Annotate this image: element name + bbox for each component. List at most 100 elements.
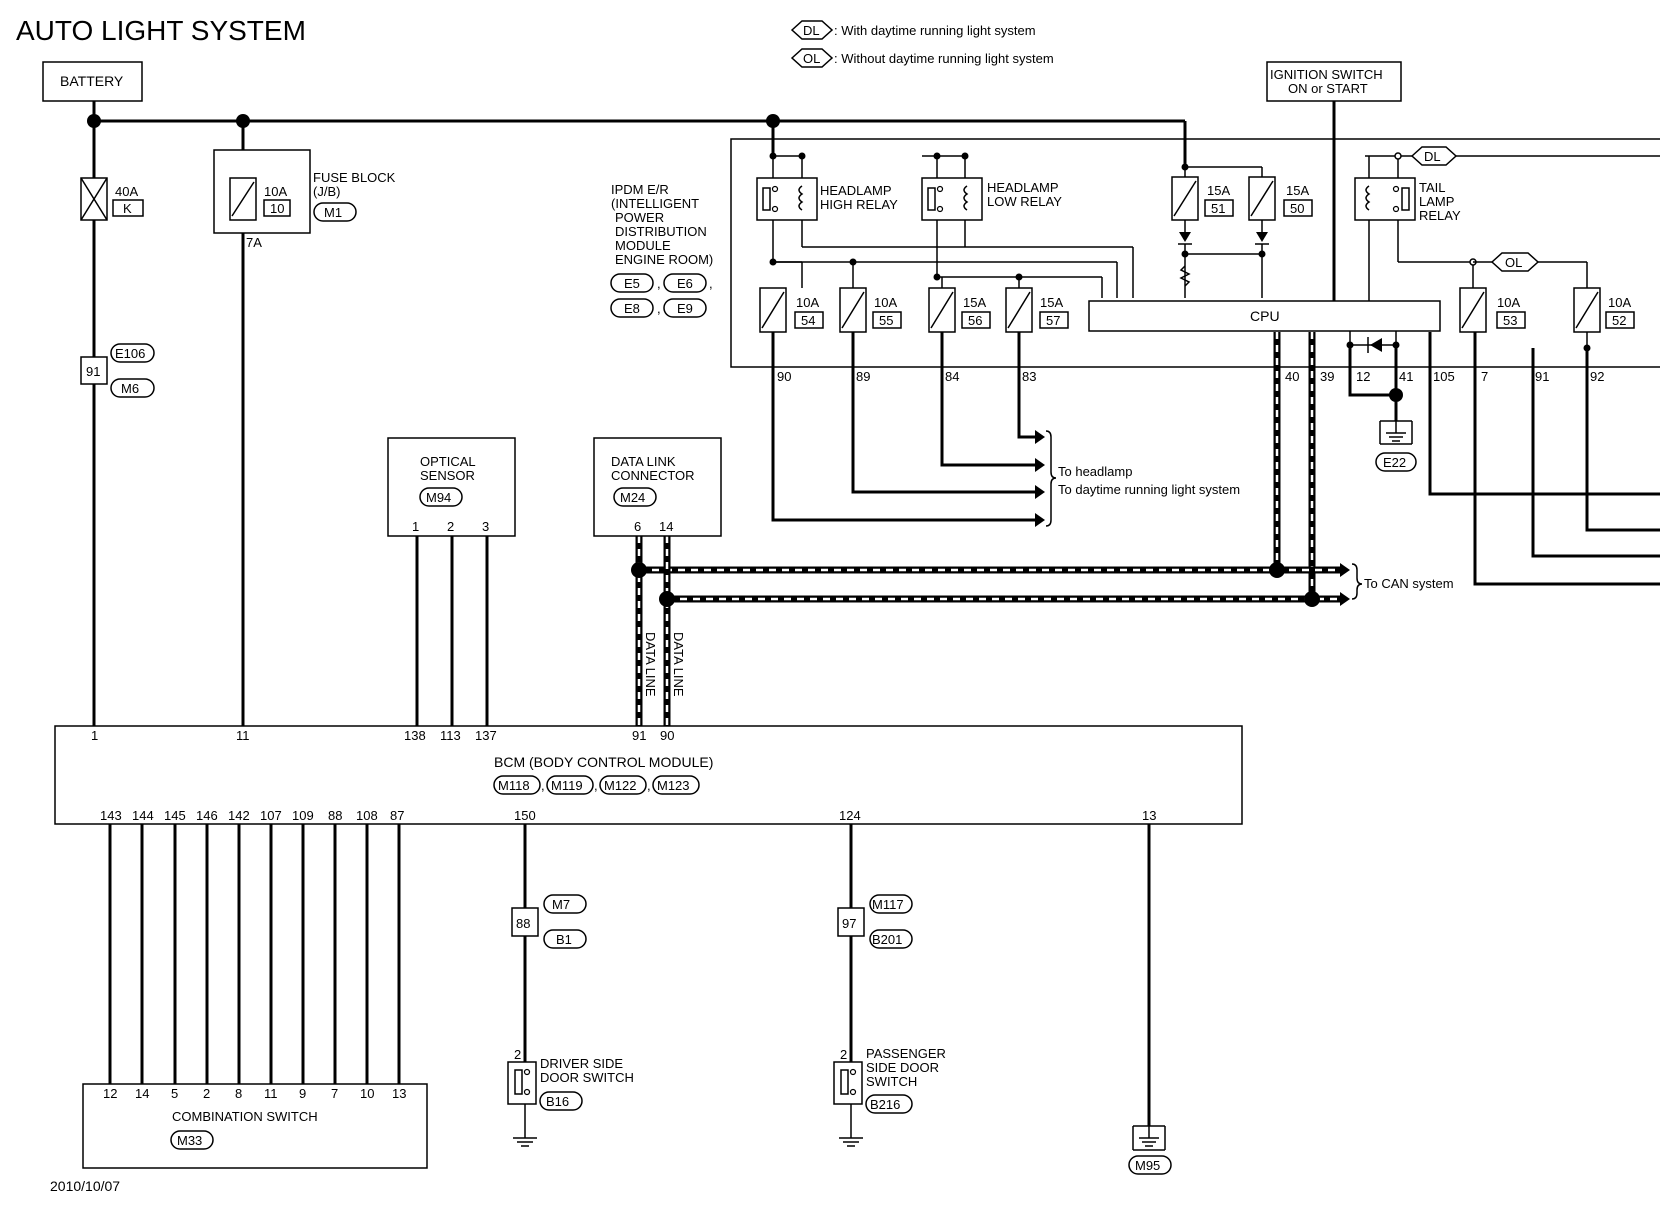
svg-text:PASSENGER: PASSENGER — [866, 1046, 946, 1061]
svg-text:144: 144 — [132, 808, 154, 823]
svg-text:M7: M7 — [552, 897, 570, 912]
svg-text:40A: 40A — [115, 184, 138, 199]
svg-text:CPU: CPU — [1250, 308, 1280, 324]
svg-text:90: 90 — [777, 369, 791, 384]
ignition-switch: IGNITION SWITCH ON or START — [1266, 61, 1402, 102]
ipdm-ground-conn: E22 — [1383, 455, 1406, 470]
svg-text:2: 2 — [514, 1047, 521, 1062]
optical-sensor: OPTICAL SENSOR M94 1 2 3 — [387, 437, 516, 726]
svg-text:SENSOR: SENSOR — [420, 468, 475, 483]
headlamp-low-relay: HEADLAMP LOW RELAY — [921, 177, 1062, 221]
svg-text:B1: B1 — [556, 932, 572, 947]
svg-text:M24: M24 — [620, 490, 645, 505]
diagram-date: 2010/10/07 — [50, 1178, 120, 1194]
svg-text:,: , — [657, 276, 661, 291]
svg-text:10A: 10A — [1497, 295, 1520, 310]
svg-text:56: 56 — [968, 313, 982, 328]
power-wires — [87, 101, 1336, 726]
svg-text:55: 55 — [879, 313, 893, 328]
svg-text:13: 13 — [392, 1086, 406, 1101]
svg-text:,: , — [594, 778, 598, 793]
data-link-connector: DATA LINK CONNECTOR M24 6 14 — [593, 437, 722, 537]
svg-text:RELAY: RELAY — [1419, 208, 1461, 223]
svg-text:SIDE DOOR: SIDE DOOR — [866, 1060, 939, 1075]
svg-text:143: 143 — [100, 808, 122, 823]
svg-text:13: 13 — [1142, 808, 1156, 823]
driver-door-switch-circuit: 88 M7 B1 2 DRIVER SIDE DOOR SWITCH B16 — [507, 824, 634, 1147]
svg-text:7: 7 — [1481, 369, 1488, 384]
svg-text:89: 89 — [856, 369, 870, 384]
svg-text:2: 2 — [447, 519, 454, 534]
can-data-lines: To CAN system DATA LINE DATA LINE — [631, 332, 1454, 726]
svg-text:15A: 15A — [1286, 183, 1309, 198]
svg-text:10A: 10A — [264, 184, 287, 199]
svg-text:107: 107 — [260, 808, 282, 823]
svg-text:50: 50 — [1290, 201, 1304, 216]
svg-text:10A: 10A — [874, 295, 897, 310]
svg-text:ON or START: ON or START — [1288, 81, 1368, 96]
svg-text:138: 138 — [404, 728, 426, 743]
svg-text:2: 2 — [840, 1047, 847, 1062]
svg-text:54: 54 — [801, 313, 815, 328]
svg-text:,: , — [647, 778, 651, 793]
svg-text:HEADLAMP: HEADLAMP — [820, 183, 892, 198]
svg-text:90: 90 — [660, 728, 674, 743]
data-line-label-2: DATA LINE — [671, 632, 686, 697]
svg-text:108: 108 — [356, 808, 378, 823]
svg-text:91: 91 — [1535, 369, 1549, 384]
svg-text:(J/B): (J/B) — [313, 184, 340, 199]
svg-text:12: 12 — [1356, 369, 1370, 384]
svg-text:3: 3 — [482, 519, 489, 534]
svg-text:105: 105 — [1433, 369, 1455, 384]
svg-text:IPDM E/R: IPDM E/R — [611, 182, 669, 197]
svg-text:ENGINE ROOM): ENGINE ROOM) — [615, 252, 713, 267]
svg-text:OPTICAL: OPTICAL — [420, 454, 476, 469]
svg-text:CONNECTOR: CONNECTOR — [611, 468, 695, 483]
svg-text:91: 91 — [86, 364, 100, 379]
svg-text:DRIVER SIDE: DRIVER SIDE — [540, 1056, 623, 1071]
svg-text:M118: M118 — [498, 778, 530, 793]
svg-text:E9: E9 — [677, 301, 693, 316]
svg-text:B201: B201 — [872, 932, 902, 947]
svg-text:88: 88 — [516, 916, 530, 931]
combination-switch-name: COMBINATION SWITCH — [172, 1109, 318, 1124]
svg-text:E5: E5 — [624, 276, 640, 291]
svg-text:84: 84 — [945, 369, 959, 384]
svg-text:M94: M94 — [426, 490, 451, 505]
svg-text:POWER: POWER — [615, 210, 664, 225]
svg-text:2: 2 — [203, 1086, 210, 1101]
fuse-40a-k: 40A K — [80, 177, 144, 221]
svg-text:10: 10 — [360, 1086, 374, 1101]
svg-text:145: 145 — [164, 808, 186, 823]
svg-text:M123: M123 — [657, 778, 690, 793]
svg-text:14: 14 — [135, 1086, 149, 1101]
ipdm-dl-tag: DL — [1424, 149, 1441, 164]
svg-text:40: 40 — [1285, 369, 1299, 384]
legend-ol-tag: OL — [803, 51, 820, 66]
svg-text:41: 41 — [1399, 369, 1413, 384]
svg-text:57: 57 — [1046, 313, 1060, 328]
tail-lamp-relay: TAIL LAMP RELAY — [1354, 177, 1461, 223]
svg-text:,: , — [657, 301, 661, 316]
bcm-ground-m95: M95 — [1128, 824, 1172, 1175]
headlamp-high-relay: HEADLAMP HIGH RELAY — [756, 177, 898, 221]
svg-text:(INTELLIGENT: (INTELLIGENT — [611, 196, 699, 211]
svg-text:7: 7 — [331, 1086, 338, 1101]
ground-m95-label: M95 — [1135, 1158, 1160, 1173]
svg-text:8: 8 — [235, 1086, 242, 1101]
ipdm-pin-labels: 90 89 84 83 40 39 12 41 105 7 91 92 — [777, 369, 1604, 384]
ipdm-fuses: 15A 51 15A 50 10A 54 10A 55 15A 56 — [759, 176, 1635, 333]
svg-text:M6: M6 — [121, 381, 139, 396]
svg-text:9: 9 — [299, 1086, 306, 1101]
svg-text:10A: 10A — [1608, 295, 1631, 310]
headlamp-note-1: To headlamp — [1058, 464, 1132, 479]
svg-text:M119: M119 — [551, 778, 583, 793]
can-note: To CAN system — [1364, 576, 1454, 591]
svg-text:DATA LINK: DATA LINK — [611, 454, 676, 469]
svg-text:15A: 15A — [1040, 295, 1063, 310]
combination-switch-wires — [108, 824, 401, 1084]
diagram-title: AUTO LIGHT SYSTEM — [16, 15, 306, 46]
svg-text:M117: M117 — [872, 897, 904, 912]
svg-text:B216: B216 — [870, 1097, 900, 1112]
